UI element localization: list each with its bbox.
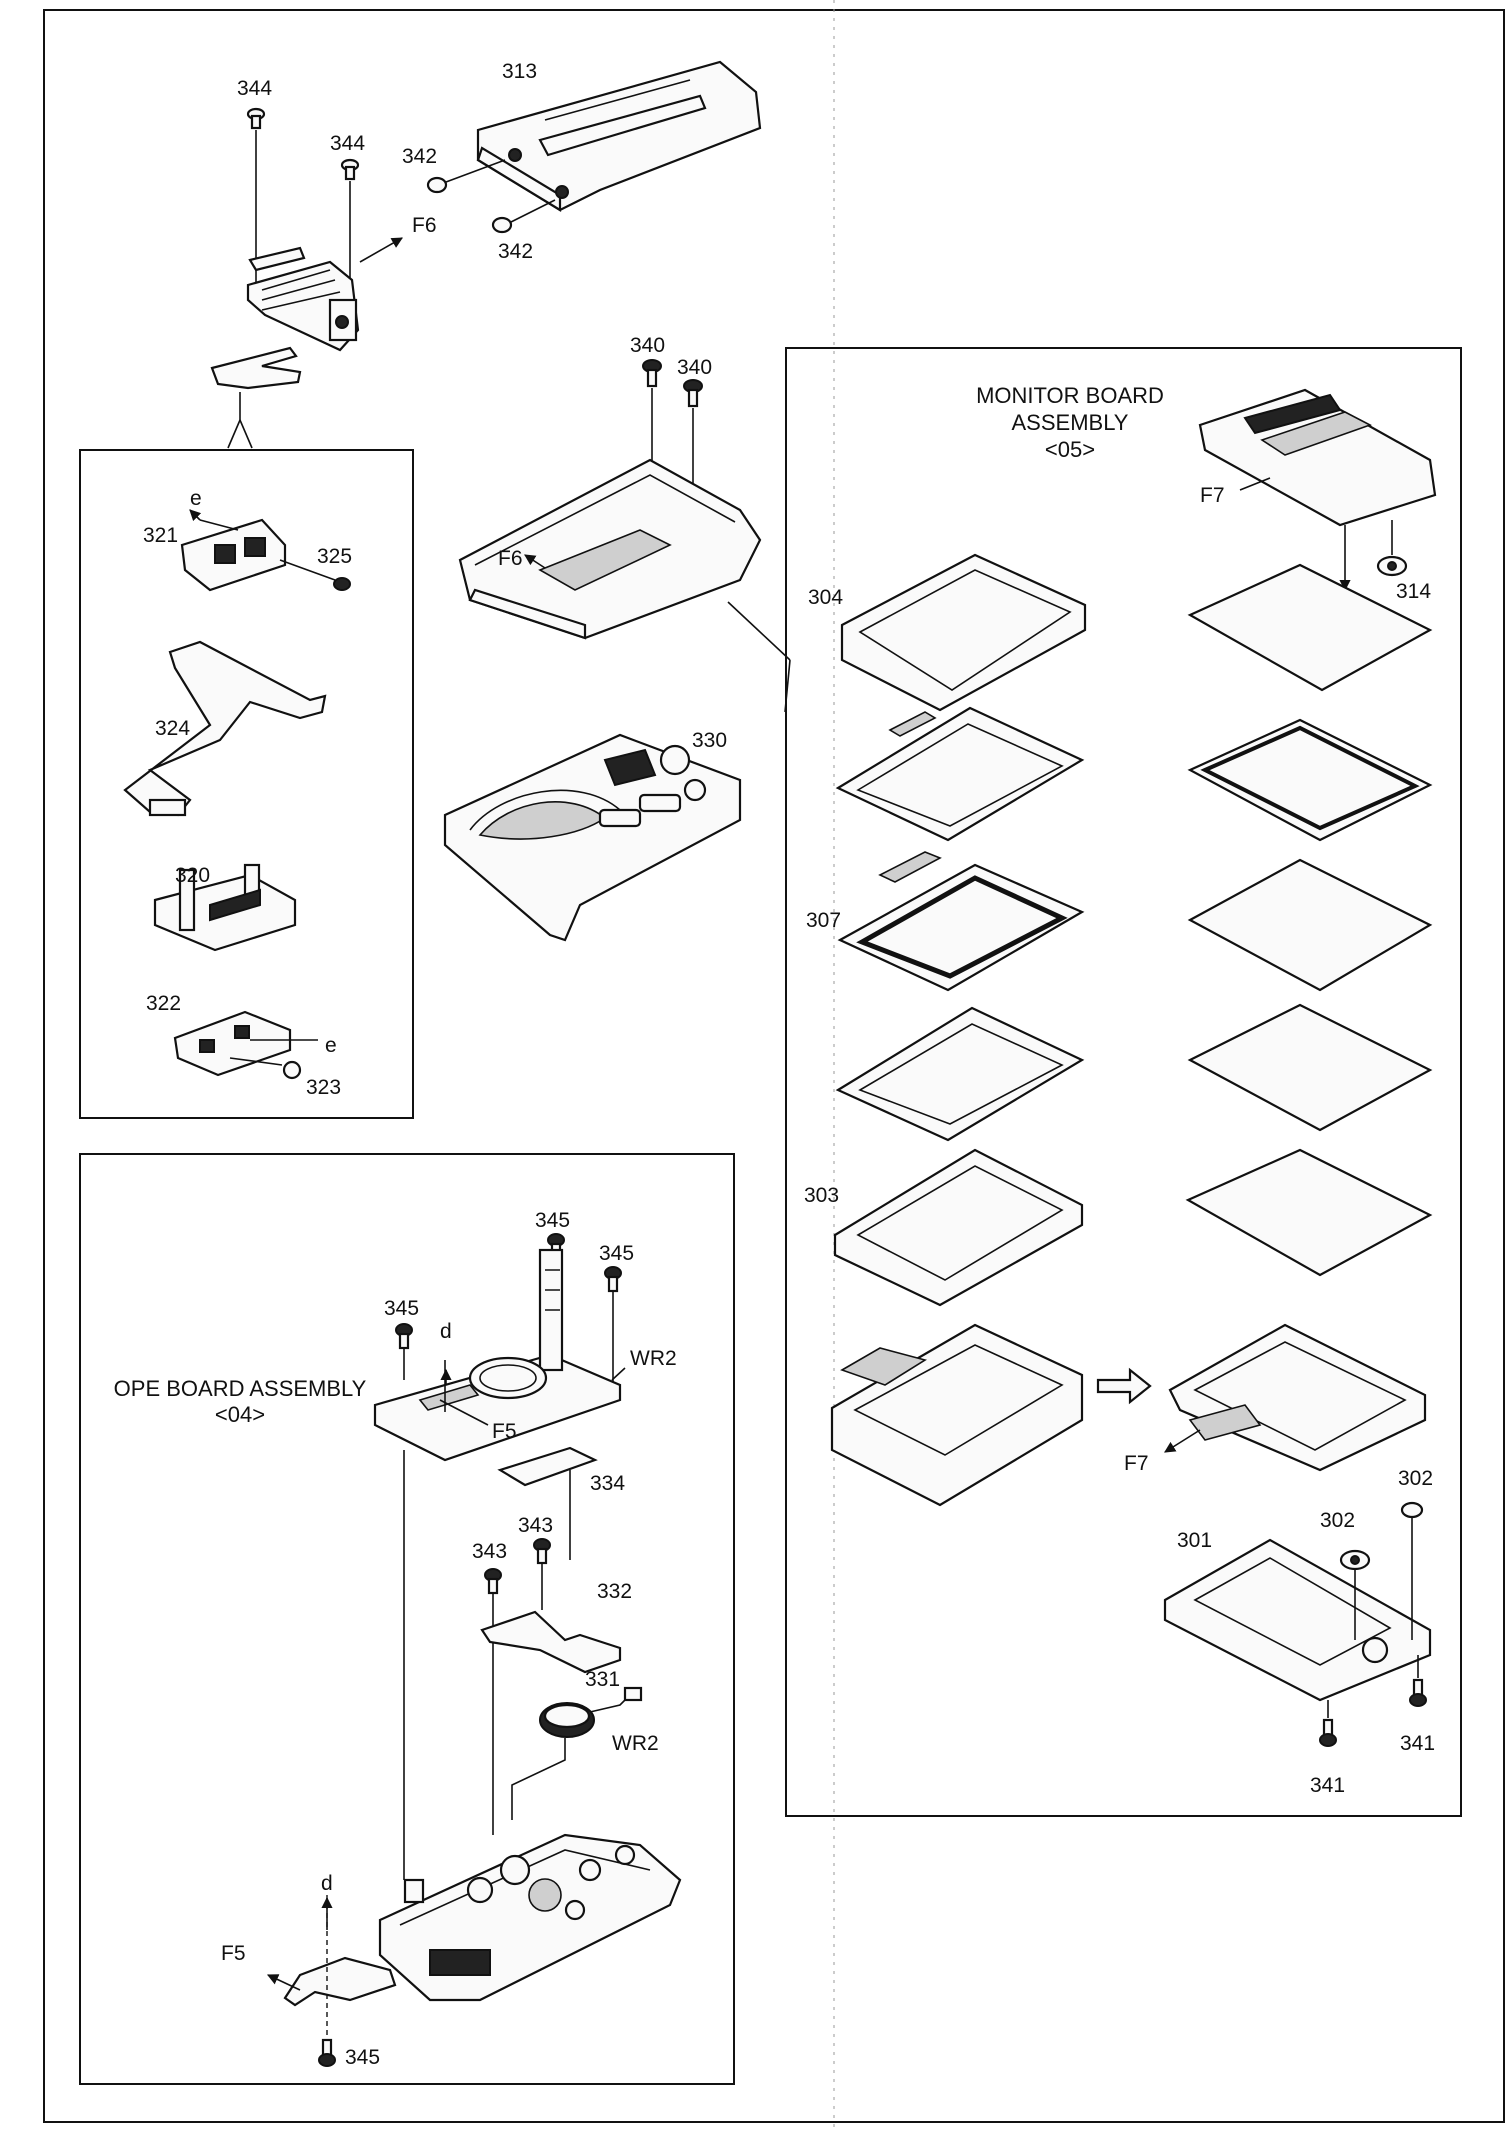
label-d-2: d: [321, 1872, 333, 1895]
label-wr2-a: WR2: [630, 1347, 677, 1370]
label-303: 303: [804, 1184, 839, 1207]
label-344-right: 344: [330, 132, 365, 155]
label-e-1: e: [190, 487, 202, 510]
lcd-panel-left: [830, 1323, 1084, 1507]
hinge-flex: [210, 346, 302, 390]
part-331: [511, 1686, 643, 1820]
screw-302-b: [1400, 1501, 1424, 1640]
screw-345-d: [318, 1895, 336, 2067]
flex-324: [123, 640, 327, 817]
label-343-a: 343: [472, 1540, 507, 1563]
part-332: [480, 1610, 622, 1674]
screw-343-a: [484, 1568, 502, 1835]
ope-board-title-2: <04>: [215, 1402, 265, 1427]
screw-342-b: [491, 199, 556, 234]
label-343-b: 343: [518, 1514, 553, 1537]
label-302-a: 302: [1320, 1509, 1355, 1532]
label-302-b: 302: [1398, 1467, 1433, 1490]
part-322: [173, 1010, 318, 1077]
screw-344-left: [246, 107, 266, 290]
label-301: 301: [1177, 1529, 1212, 1552]
screw-302-a: [1339, 1549, 1371, 1640]
label-307: 307: [806, 909, 841, 932]
hinge-assembly: [210, 107, 403, 449]
label-d-1: d: [440, 1320, 452, 1343]
label-320: 320: [175, 864, 210, 887]
part-304: [840, 553, 1087, 712]
label-341-a: 341: [1310, 1774, 1345, 1797]
part-314: [1376, 520, 1408, 577]
screw-341-b: [1409, 1655, 1427, 1707]
part-323: [282, 1060, 302, 1080]
label-f7-a: F7: [1200, 484, 1225, 507]
label-f6-b: F6: [498, 547, 523, 570]
part-307: [837, 851, 1085, 992]
screw-343-b: [533, 1538, 551, 1610]
label-334: 334: [590, 1472, 625, 1495]
ope-casing: [266, 1833, 682, 2007]
label-313: 313: [502, 60, 537, 83]
label-f5-b: F5: [221, 1942, 246, 1965]
monitor-board-frame: [785, 347, 1462, 1817]
page-border: [43, 9, 1505, 2123]
cover-313: [476, 60, 762, 212]
label-344-left: 344: [237, 77, 272, 100]
label-345-b: 345: [599, 1242, 634, 1265]
label-322: 322: [146, 992, 181, 1015]
part-330: [443, 733, 742, 942]
screw-345-b: [604, 1266, 622, 1390]
part-320: [153, 863, 297, 952]
label-321: 321: [143, 524, 178, 547]
screw-345-c: [395, 1323, 413, 1380]
label-345-c: 345: [384, 1297, 419, 1320]
label-314: 314: [1396, 580, 1431, 603]
ope-board-title-1: OPE BOARD ASSEMBLY: [114, 1376, 367, 1401]
label-342-a: 342: [402, 145, 437, 168]
sheet-right-1: [1187, 563, 1433, 692]
hinge-inset-frame: [79, 449, 414, 1119]
label-345-d: 345: [345, 2046, 380, 2069]
sheet-right-2: [1187, 718, 1433, 842]
part-321: [180, 509, 336, 592]
screw-325: [333, 577, 351, 591]
ope-board: [373, 1248, 626, 1462]
monitor-board: [1198, 388, 1437, 592]
part-301: [1163, 1538, 1432, 1702]
label-f6-a: F6: [412, 214, 437, 237]
label-330: 330: [692, 729, 727, 752]
monitor-rear-cover: [458, 458, 762, 640]
label-wr2-b: WR2: [612, 1732, 659, 1755]
label-345-a: 345: [535, 1209, 570, 1232]
screw-341-a: [1319, 1700, 1337, 1747]
label-341-b: 341: [1400, 1732, 1435, 1755]
label-323: 323: [306, 1076, 341, 1099]
label-340-a: 340: [630, 334, 665, 357]
label-342-b: 342: [498, 240, 533, 263]
label-340-b: 340: [677, 356, 712, 379]
sheet-right-3: [1187, 858, 1433, 992]
part-334: [497, 1446, 598, 1560]
label-f5-a: F5: [492, 1420, 517, 1443]
label-324: 324: [155, 717, 190, 740]
sheet-left-2: [835, 706, 1085, 842]
label-331: 331: [585, 1668, 620, 1691]
screw-342-a: [426, 159, 506, 194]
monitor-board-title-1: MONITOR BOARD: [976, 383, 1164, 408]
label-f7-b: F7: [1124, 1452, 1149, 1475]
transition-arrow: [1096, 1367, 1152, 1405]
label-304: 304: [808, 586, 843, 609]
lcd-frame-right: [1164, 1323, 1427, 1472]
sheet-left-4: [835, 1006, 1085, 1142]
label-e-2: e: [325, 1034, 337, 1057]
labels: 344 344 313 342 342 F6 340 340 F6 321 32…: [114, 60, 1435, 2069]
monitor-board-title-3: <05>: [1045, 437, 1095, 462]
part-303: [833, 1148, 1084, 1307]
label-332: 332: [597, 1580, 632, 1603]
ope-board-frame: [79, 1153, 735, 2085]
sheet-right-4: [1187, 1003, 1433, 1132]
monitor-board-title-2: ASSEMBLY: [1012, 410, 1129, 435]
sheet-right-5: [1185, 1148, 1433, 1277]
label-325: 325: [317, 545, 352, 568]
